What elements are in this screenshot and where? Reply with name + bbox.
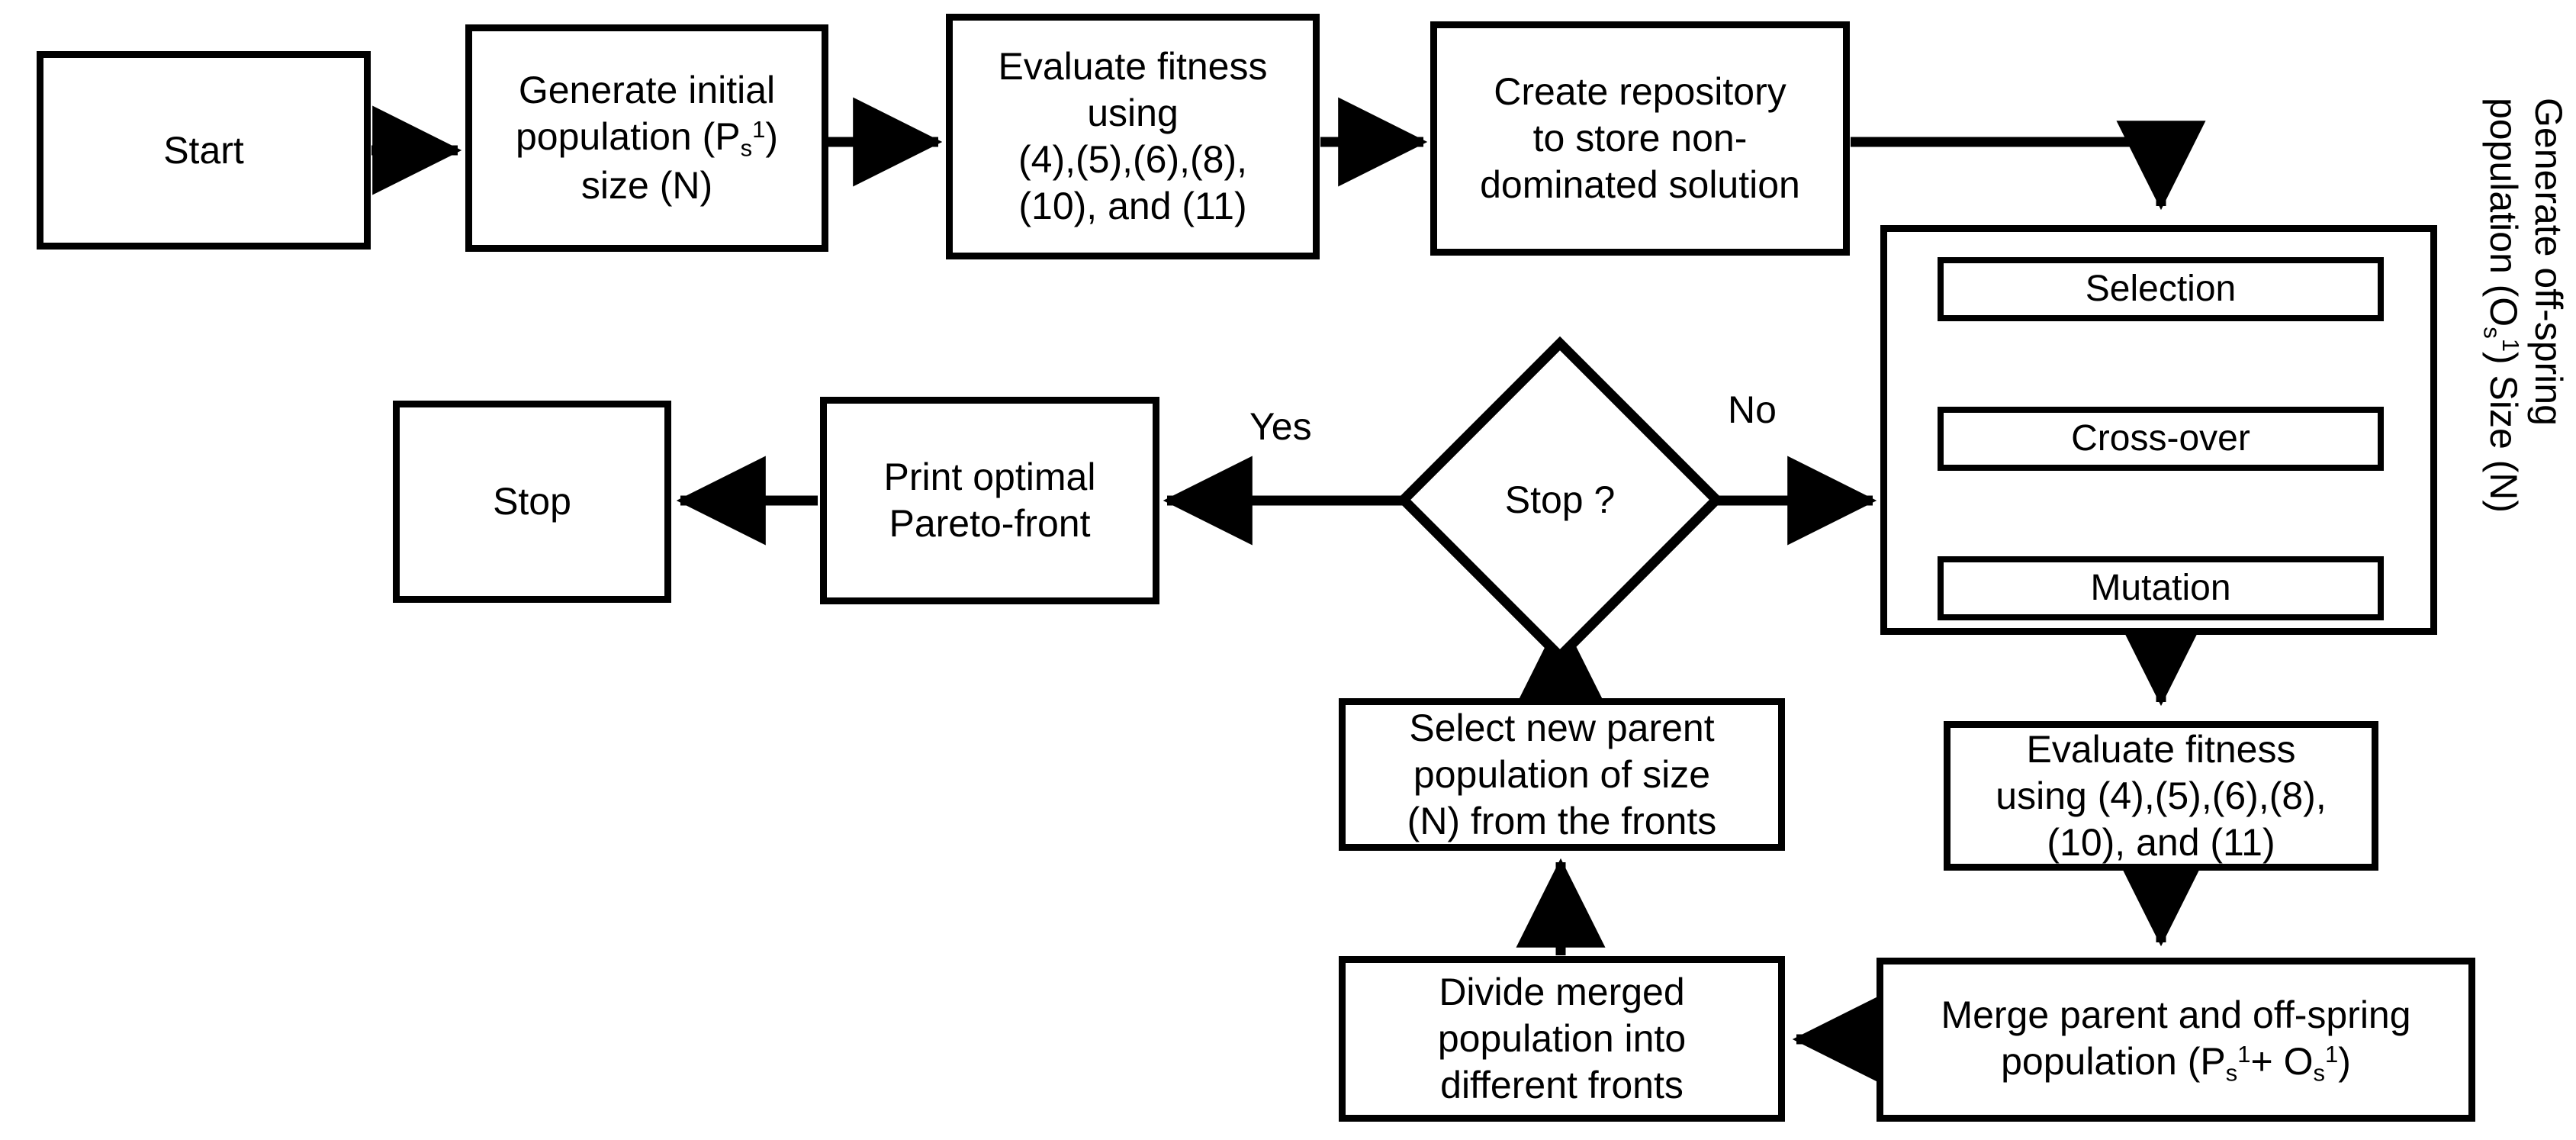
node-selection-label: Selection [2085, 268, 2237, 309]
node-start-label: Start [163, 128, 244, 172]
node-stop-decision[interactable]: Stop ? [1404, 343, 1716, 656]
node-stop-decision-label: Stop ? [1504, 478, 1616, 521]
node-start[interactable]: Start [37, 51, 371, 250]
node-evaluate-fitness-initial-label: Evaluate fitness using (4),(5),(6),(8), … [998, 45, 1268, 227]
node-evaluate-fitness-offspring-label: Evaluate fitness using (4),(5),(6),(8), … [1996, 727, 2327, 864]
node-evaluate-fitness-initial[interactable]: Evaluate fitness using (4),(5),(6),(8), … [946, 14, 1320, 259]
node-select-new-parent-population-label: Select new parent population of size (N)… [1407, 706, 1717, 842]
node-stop[interactable]: Stop [393, 401, 671, 603]
node-mutation[interactable]: Mutation [1938, 556, 2384, 620]
node-print-optimal-pareto-front[interactable]: Print optimal Pareto-front [820, 397, 1159, 604]
offspring-group-caption: Generate off-spring population (Os1) Siz… [2478, 98, 2570, 514]
node-select-new-parent-population[interactable]: Select new parent population of size (N)… [1339, 698, 1785, 851]
node-create-repository-label: Create repository to store non- dominate… [1480, 70, 1800, 206]
node-selection[interactable]: Selection [1938, 257, 2384, 321]
node-merge-population[interactable]: Merge parent and off-spring population (… [1877, 958, 2475, 1122]
node-generate-initial-population[interactable]: Generate initial population (Ps1) size (… [465, 24, 828, 252]
node-stop-label: Stop [493, 480, 571, 523]
node-crossover[interactable]: Cross-over [1938, 407, 2384, 471]
edge-label-yes: Yes [1249, 405, 1312, 448]
node-evaluate-fitness-offspring[interactable]: Evaluate fitness using (4),(5),(6),(8), … [1944, 721, 2378, 871]
node-create-repository[interactable]: Create repository to store non- dominate… [1430, 21, 1850, 256]
edge-repository-to-ga-group [1851, 121, 2206, 211]
edge-label-no: No [1728, 388, 1777, 431]
node-crossover-label: Cross-over [2071, 417, 2250, 459]
node-merge-population-label: Merge parent and off-spring population (… [1941, 993, 2411, 1087]
node-generate-initial-population-label: Generate initial population (Ps1) size (… [515, 68, 779, 208]
node-print-optimal-pareto-front-label: Print optimal Pareto-front [883, 456, 1096, 545]
node-mutation-label: Mutation [2090, 567, 2231, 608]
node-divide-merged-population-label: Divide merged population into different … [1437, 971, 1687, 1106]
stop-decision-diamond[interactable] [1396, 336, 1724, 664]
node-divide-merged-population[interactable]: Divide merged population into different … [1339, 956, 1785, 1122]
